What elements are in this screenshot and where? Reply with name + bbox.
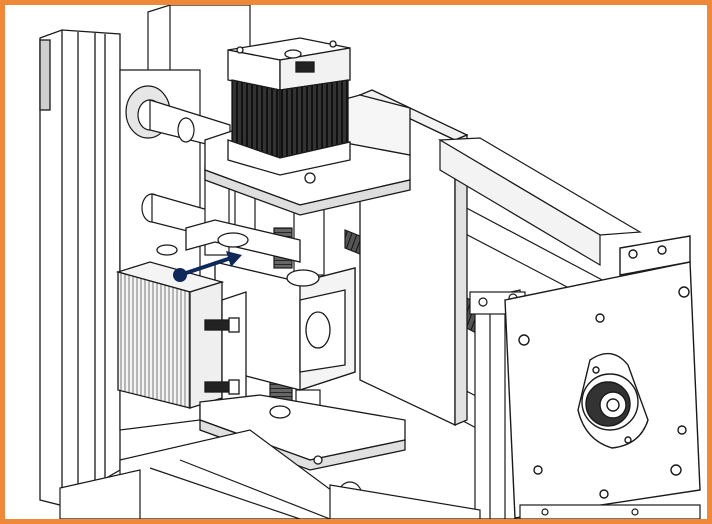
- left-extrusion: [39, 29, 121, 506]
- base-extrusions: [59, 429, 701, 519]
- laser-heatsink: [115, 244, 247, 413]
- x-motor-plate: [504, 235, 701, 519]
- direction-arrow-icon: [173, 251, 242, 282]
- laser-carriage: [185, 219, 356, 391]
- right-extrusion: [437, 137, 642, 519]
- rear-guide-rod-top: [125, 85, 231, 151]
- z-stepper-motor: [227, 37, 351, 176]
- bottom-plate: [199, 394, 406, 471]
- cnc-assembly-drawing: [39, 5, 701, 519]
